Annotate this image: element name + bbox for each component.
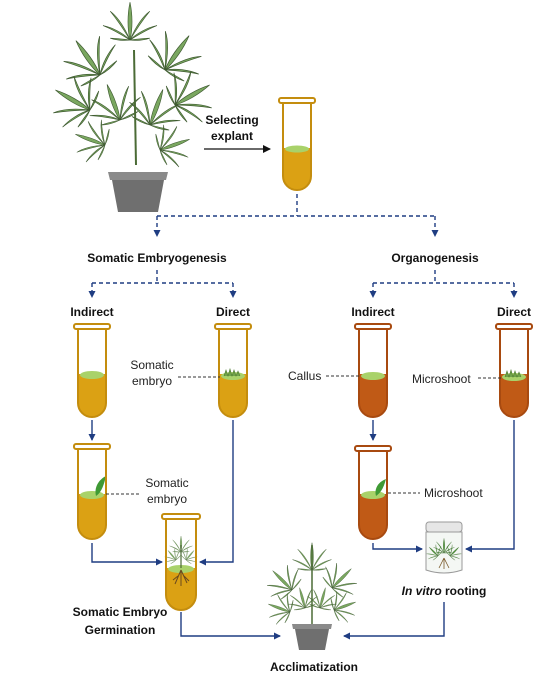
somatic-embryo-label-2b: embryo bbox=[147, 492, 187, 506]
explant-tube-icon bbox=[278, 97, 316, 191]
microshoot-label-1: Microshoot bbox=[412, 372, 471, 386]
org-indirect-tube-icon bbox=[354, 323, 392, 418]
germination-tube-icon bbox=[160, 513, 202, 611]
org-indirect-label: Indirect bbox=[351, 305, 394, 319]
se-direct-label: Direct bbox=[216, 305, 250, 319]
organogenesis-label: Organogenesis bbox=[391, 251, 479, 265]
germination-to-acclimatization-arrow bbox=[180, 612, 281, 640]
callus-label: Callus bbox=[288, 369, 321, 383]
rooting-jar-icon bbox=[422, 521, 466, 574]
org-direct-label: Direct bbox=[497, 305, 531, 319]
in-vitro-rooting-label: In vitro rooting bbox=[402, 584, 487, 598]
top-split-connector bbox=[153, 194, 439, 237]
somatic-embryogenesis-label: Somatic Embryogenesis bbox=[87, 251, 227, 265]
se-direct-to-germination-arrow bbox=[199, 420, 234, 566]
selecting-label: Selecting bbox=[205, 113, 258, 127]
org-indirect-to-rooting-arrow bbox=[372, 543, 423, 553]
org-indirect-tube2-icon bbox=[354, 445, 392, 540]
somatic-embryo-label-1a: Somatic bbox=[130, 358, 173, 372]
microshoot-label-2: Microshoot bbox=[424, 486, 483, 500]
somatic-embryo-label-1b: embryo bbox=[132, 374, 172, 388]
cannabis-plant-icon bbox=[40, 1, 225, 212]
in-vitro-label: In vitro bbox=[402, 584, 442, 598]
potted-plant-icon bbox=[258, 542, 366, 650]
rooting-to-acclimatization-arrow bbox=[343, 602, 445, 640]
se-indirect-tube2-icon bbox=[73, 443, 111, 540]
se-indirect-tube-icon bbox=[73, 323, 111, 418]
somatic-embryo-label-2a: Somatic bbox=[145, 476, 188, 490]
org-direct-tube-icon bbox=[495, 323, 533, 418]
germination-label-1: Somatic Embryo bbox=[73, 605, 168, 619]
germination-label-2: Germination bbox=[85, 623, 156, 637]
se-direct-tube-icon bbox=[214, 323, 252, 418]
org-direct-to-rooting-arrow bbox=[465, 420, 515, 553]
acclimatization-label: Acclimatization bbox=[270, 660, 358, 674]
explant-label: explant bbox=[211, 129, 253, 143]
se-indirect-to-germination-arrow bbox=[91, 543, 163, 566]
rooting-label: rooting bbox=[442, 584, 487, 598]
se-indirect-label: Indirect bbox=[70, 305, 113, 319]
branch-split-connectors bbox=[88, 270, 518, 298]
